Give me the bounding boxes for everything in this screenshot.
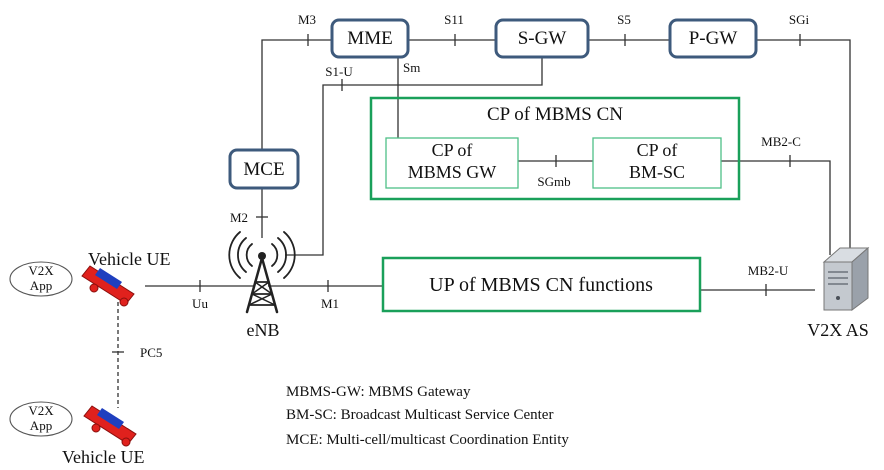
sgw-label: S-GW bbox=[517, 28, 567, 49]
mb2c-label: MB2-C bbox=[761, 134, 801, 149]
v2x-as-label: V2X AS bbox=[807, 320, 869, 340]
pc5-label: PC5 bbox=[140, 345, 163, 360]
cp-mbms-gw-line1: CP of bbox=[431, 140, 473, 160]
m3-label: M3 bbox=[297, 12, 317, 27]
mb2u-label: MB2-U bbox=[747, 263, 789, 278]
v2x-app-bottom bbox=[9, 401, 73, 437]
sgmb-label: SGmb bbox=[537, 174, 571, 189]
legend-bm-sc: BM-SC: Broadcast Multicast Service Cente… bbox=[286, 407, 554, 423]
cp-mbms-gw-box bbox=[385, 137, 519, 189]
vehicle-ue-bottom-label: Vehicle UE bbox=[62, 447, 145, 467]
uu-label: Uu bbox=[192, 296, 208, 311]
pgw-label: P-GW bbox=[688, 28, 738, 49]
cp-mbms-cn-box bbox=[369, 96, 741, 201]
enb-tower-icon bbox=[228, 231, 296, 314]
mce-box bbox=[228, 148, 300, 190]
cp-mbms-cn-title: CP of MBMS CN bbox=[486, 104, 624, 125]
v2x-app-top-line2: App bbox=[29, 278, 53, 293]
link-s1u bbox=[285, 57, 543, 256]
link-m3 bbox=[261, 39, 332, 150]
link-sgi bbox=[756, 39, 851, 255]
v2x-app-top-line1: V2X bbox=[28, 263, 54, 278]
sgw-box bbox=[494, 18, 590, 59]
server-icon bbox=[822, 246, 870, 311]
s5-label: S5 bbox=[617, 12, 631, 27]
m2-label: M2 bbox=[230, 210, 249, 225]
vehicle-top-car-icon bbox=[81, 265, 135, 307]
up-mbms-cn-box bbox=[381, 256, 702, 313]
v2x-app-bottom-line2: App bbox=[29, 418, 53, 433]
s11-label: S11 bbox=[444, 12, 464, 27]
cp-bmsc-line2: BM-SC bbox=[628, 162, 686, 182]
sgi-label: SGi bbox=[788, 12, 810, 27]
m1-label: M1 bbox=[320, 296, 340, 311]
vehicle-bottom-car-icon bbox=[83, 405, 137, 447]
vehicle-ue-top-label: Vehicle UE bbox=[88, 249, 171, 269]
link-mb2c bbox=[721, 160, 831, 255]
mce-label: MCE bbox=[243, 159, 285, 180]
cp-bmsc-line1: CP of bbox=[636, 140, 678, 160]
enb-label: eNB bbox=[246, 320, 280, 340]
v2x-app-top bbox=[9, 261, 73, 297]
legend-mbms-gw: MBMS-GW: MBMS Gateway bbox=[286, 384, 471, 400]
v2x-app-bottom-line1: V2X bbox=[28, 403, 54, 418]
pgw-box bbox=[668, 18, 758, 59]
cp-bmsc-box bbox=[592, 137, 722, 189]
cp-mbms-gw-line2: MBMS GW bbox=[407, 162, 497, 182]
mme-label: MME bbox=[347, 28, 393, 49]
legend-mce: MCE: Multi-cell/multicast Coordination E… bbox=[286, 432, 569, 448]
up-mbms-cn-label: UP of MBMS CN functions bbox=[429, 274, 653, 296]
mme-box bbox=[330, 18, 410, 59]
enb-antenna-tip bbox=[258, 252, 266, 260]
sm-label: Sm bbox=[403, 60, 421, 75]
s1u-label: S1-U bbox=[325, 64, 353, 79]
